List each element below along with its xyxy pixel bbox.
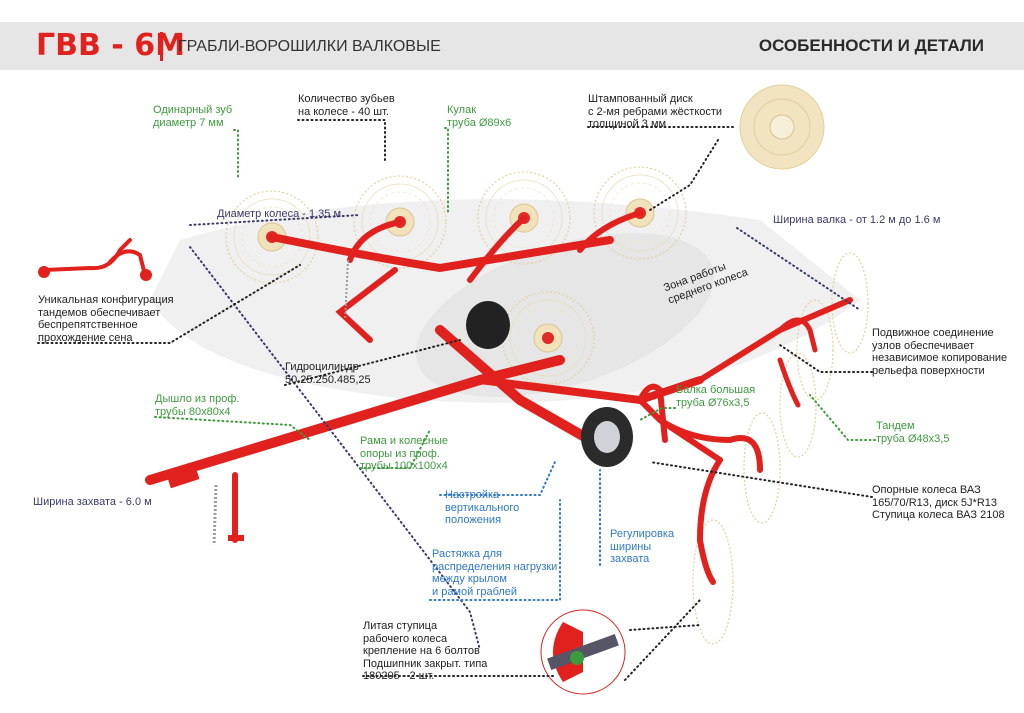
label-drawbar: Дышло из проф. трубы 80х80х4 — [155, 393, 240, 418]
label-movable-joint: Подвижное соединение узлов обеспечивает … — [872, 327, 1008, 377]
label-width-adjust: Регулировка ширины захвата — [610, 528, 675, 565]
label-single-tooth: Одинарный зуб диаметр 7 мм — [153, 104, 233, 129]
label-hydro-cylinder: Гидроцилиндр 50.25.250.485,25 — [285, 361, 371, 386]
label-wheel-diameter: Диаметр колеса - 1.35 м — [217, 208, 342, 220]
jack-foot — [228, 535, 244, 541]
label-teeth-count: Количество зубьев на колесе - 40 шт. — [298, 93, 395, 118]
right-rake-wheels — [692, 252, 869, 645]
header-bar: ГВВ - 6М ГРАБЛИ-ВОРОШИЛКИ ВАЛКОВЫЕ ОСОБЕ… — [0, 22, 1024, 70]
label-support-wheels: Опорные колеса ВАЗ 165/70/R13, диск 5J*R… — [872, 484, 1005, 521]
label-big-beam: Балка большая труба Ø76х3,5 — [676, 384, 756, 409]
label-frame: Рама и колесные опоры из проф. трубы 100… — [360, 435, 448, 472]
red-frame — [145, 210, 853, 585]
leader-lines — [37, 119, 876, 681]
tandem-thumbnail — [38, 238, 152, 281]
label-hub: Литая ступица рабочего колеса крепление … — [363, 620, 488, 682]
label-swath-width: Ширина валка - от 1.2 м до 1.6 м — [773, 214, 941, 226]
label-fist: Кулак труба Ø89х6 — [447, 104, 512, 129]
label-tandem-config: Уникальная конфигурация тандемов обеспеч… — [38, 294, 174, 344]
label-work-width: Ширина захвата - 6.0 м — [33, 496, 152, 508]
label-stamped-disk: Штампованный диск с 2-мя ребрами жёсткос… — [588, 93, 723, 130]
label-tension: Растяжка для распределения нагрузки межд… — [432, 548, 558, 598]
label-vertical-adjust: Настройка вертикального положения — [445, 489, 520, 526]
chain — [212, 484, 218, 546]
product-subtitle: ГРАБЛИ-ВОРОШИЛКИ ВАЛКОВЫЕ — [178, 38, 441, 55]
work-zone-cylinder — [416, 232, 714, 398]
section-title: ОСОБЕННОСТИ И ДЕТАЛИ — [758, 36, 984, 55]
label-tandem: Тандем труба Ø48х3,5 — [876, 420, 950, 445]
hydro-hub — [466, 301, 510, 349]
header-divider — [160, 32, 163, 61]
drawbar-tip — [166, 465, 200, 489]
stamped-disk-image — [739, 84, 825, 170]
hub-image — [540, 609, 626, 695]
